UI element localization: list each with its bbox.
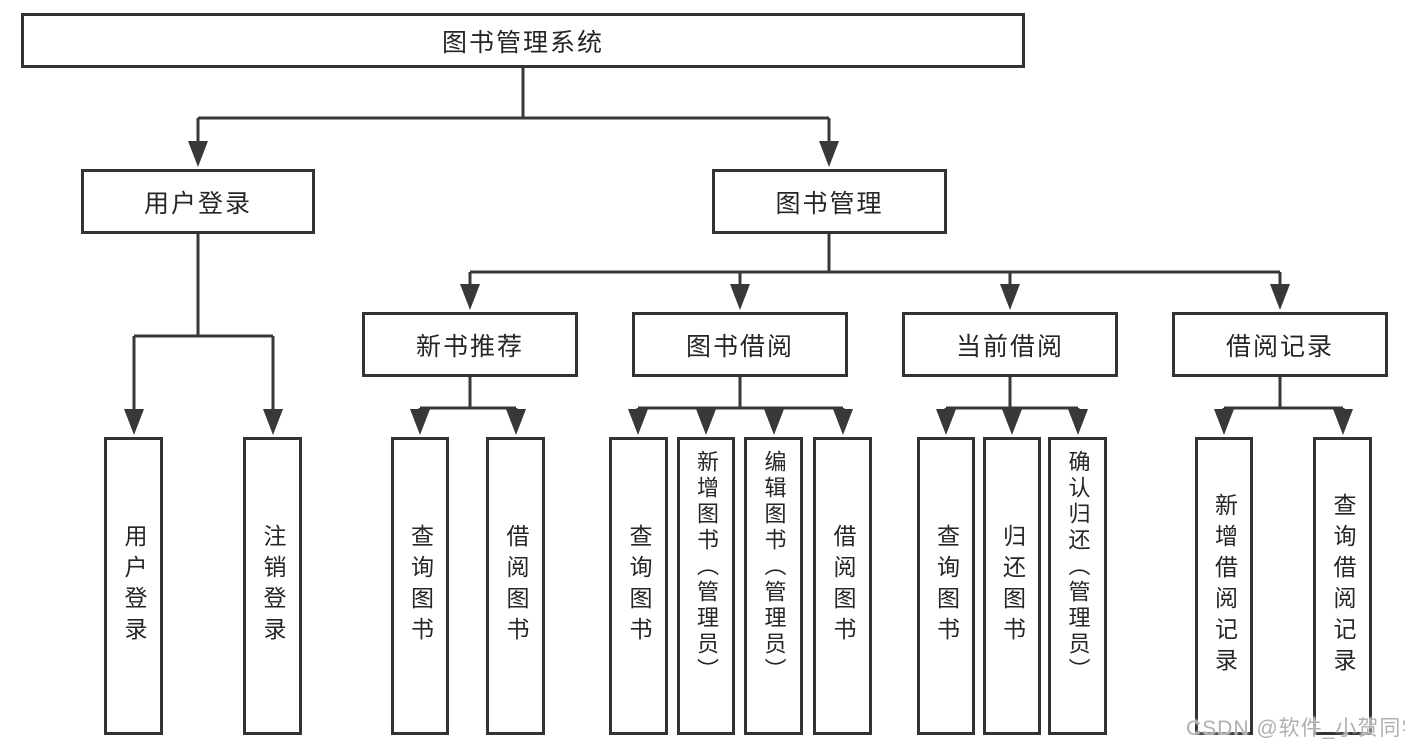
leaf-borrow-query-label: 查询图书 — [626, 524, 652, 648]
leaf-newbooks-borrow: 借阅图书 — [486, 437, 545, 735]
leaf-user-login: 用户登录 — [104, 437, 163, 735]
node-borrow-records: 借阅记录 — [1172, 312, 1388, 377]
leaf-newbooks-query-label: 查询图书 — [407, 524, 434, 648]
leaf-current-query-label: 查询图书 — [933, 524, 960, 648]
node-book-borrow: 图书借阅 — [632, 312, 848, 377]
leaf-current-query: 查询图书 — [917, 437, 975, 735]
leaf-logout-label: 注销登录 — [260, 524, 286, 648]
csdn-watermark: CSDN @软件_小贺同学 — [1186, 717, 1405, 740]
node-root-system: 图书管理系统 — [21, 13, 1025, 68]
leaf-borrow-add-admin-label: 新增图书（管理员） — [694, 450, 719, 684]
leaf-current-return: 归还图书 — [983, 437, 1041, 735]
leaf-user-login-label: 用户登录 — [121, 524, 147, 648]
node-borrow-records-label: 借阅记录 — [1225, 332, 1334, 361]
leaf-borrow-add-admin: 新增图书（管理员） — [677, 437, 735, 735]
leaf-logout: 注销登录 — [243, 437, 302, 735]
leaf-borrow-edit-admin: 编辑图书（管理员） — [744, 437, 803, 735]
node-current-borrow: 当前借阅 — [902, 312, 1118, 377]
node-user-login: 用户登录 — [81, 169, 315, 234]
node-current-borrow-label: 当前借阅 — [955, 332, 1064, 361]
leaf-current-confirm-return-admin: 确认归还（管理员） — [1048, 437, 1107, 735]
node-user-login-label: 用户登录 — [143, 189, 252, 218]
node-new-book-recommend-label: 新书推荐 — [415, 332, 524, 361]
node-root-label: 图书管理系统 — [441, 28, 604, 57]
leaf-borrow-borrow: 借阅图书 — [813, 437, 872, 735]
node-book-borrow-label: 图书借阅 — [685, 332, 794, 361]
leaf-borrow-query: 查询图书 — [609, 437, 668, 735]
leaf-borrow-borrow-label: 借阅图书 — [830, 524, 856, 648]
leaf-current-return-label: 归还图书 — [999, 524, 1026, 648]
leaf-records-add: 新增借阅记录 — [1195, 437, 1253, 735]
arrowheads — [124, 141, 1353, 435]
node-new-book-recommend: 新书推荐 — [362, 312, 578, 377]
leaf-records-query-label: 查询借阅记录 — [1330, 493, 1356, 679]
leaf-records-query: 查询借阅记录 — [1313, 437, 1372, 735]
node-book-management: 图书管理 — [712, 169, 947, 234]
leaf-newbooks-borrow-label: 借阅图书 — [503, 524, 529, 648]
leaf-newbooks-query: 查询图书 — [391, 437, 449, 735]
leaf-current-confirm-return-admin-label: 确认归还（管理员） — [1065, 450, 1091, 684]
node-book-management-label: 图书管理 — [775, 189, 884, 218]
leaf-records-add-label: 新增借阅记录 — [1211, 493, 1238, 679]
leaf-borrow-edit-admin-label: 编辑图书（管理员） — [761, 450, 787, 684]
